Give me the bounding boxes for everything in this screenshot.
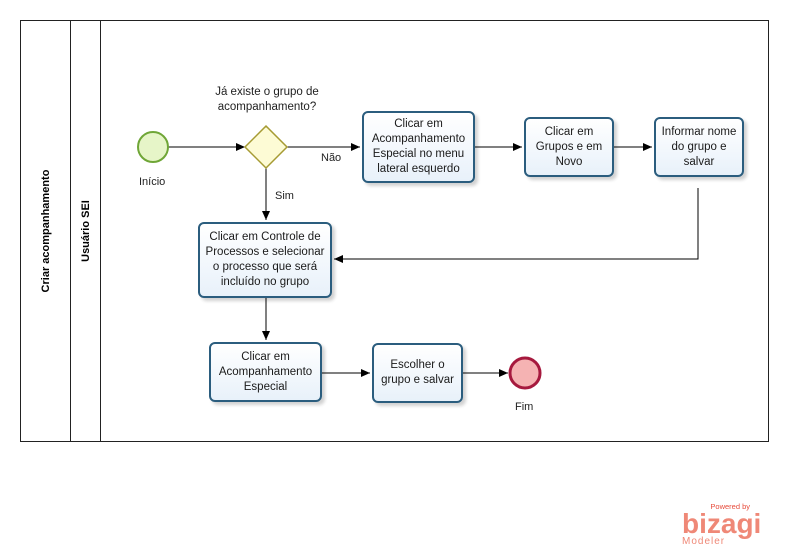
gateway-diamond xyxy=(243,124,289,170)
logo-sub: Modeler xyxy=(682,536,726,547)
flow-label-yes: Sim xyxy=(275,190,294,202)
pool-header: Criar acompanhamento xyxy=(21,21,71,441)
lane-header: Usuário SEI xyxy=(71,21,101,441)
start-event xyxy=(137,131,169,163)
task-clicar-acompanhamento-menu[interactable]: Clicar em Acompanhamento Especial no men… xyxy=(362,111,475,183)
gateway-question: Já existe o grupo de acompanhamento? xyxy=(215,86,319,113)
start-event-label: Início xyxy=(139,176,166,188)
pool: Criar acompanhamento Usuário SEI xyxy=(20,20,769,442)
task-clicar-grupos-novo[interactable]: Clicar em Grupos e em Novo xyxy=(524,117,614,177)
task-clicar-controle-processos[interactable]: Clicar em Controle de Processos e seleci… xyxy=(198,222,332,298)
task-escolher-grupo[interactable]: Escolher o grupo e salvar xyxy=(372,343,463,403)
flow-informar-controle xyxy=(334,188,699,263)
flow-label-no: Não xyxy=(321,152,342,164)
task-informar-nome-grupo[interactable]: Informar nome do grupo e salvar xyxy=(654,117,744,177)
end-event xyxy=(508,356,542,390)
logo-powered-text: Powered by xyxy=(710,502,750,511)
logo-name: bizagi xyxy=(682,508,762,539)
end-event-label: Fim xyxy=(515,401,534,413)
task-clicar-acompanhamento-especial[interactable]: Clicar em Acompanhamento Especial xyxy=(209,342,322,402)
bizagi-logo: Powered by bizagi Modeler xyxy=(682,502,772,548)
